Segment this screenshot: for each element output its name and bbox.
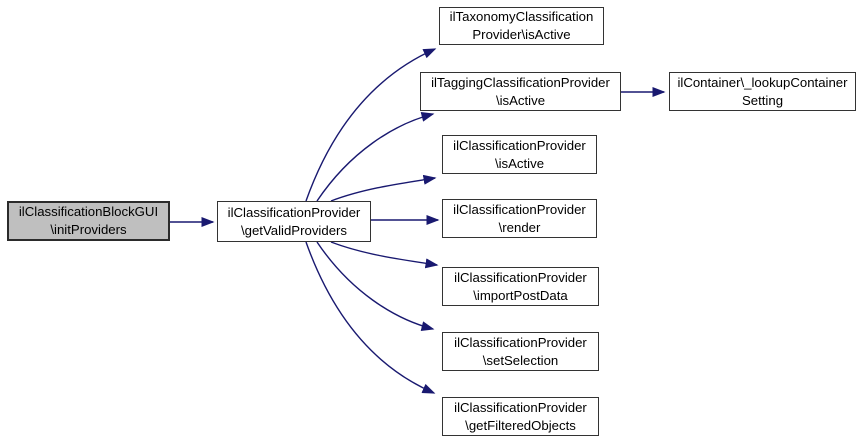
node-label-line: \isActive [495, 92, 546, 108]
node-label-line: ilClassificationProvider [453, 137, 586, 153]
node-provider-render[interactable]: ilClassificationProvider \render [442, 199, 597, 238]
node-label-line: ilClassificationProvider [227, 204, 361, 220]
edge-getvalid-to-isactive [330, 174, 437, 202]
edges-group [170, 48, 666, 394]
node-init-providers[interactable]: ilClassificationBlockGUI \initProviders [7, 201, 170, 241]
node-label-line: \initProviders [50, 222, 127, 237]
node-provider-get-filtered[interactable]: ilClassificationProvider \getFilteredObje… [442, 397, 599, 436]
node-label-line: ilClassificationProvider [453, 201, 586, 217]
node-tagging-is-active[interactable]: ilTaggingClassificationProvider \isActive [420, 72, 621, 111]
node-get-valid-providers[interactable]: ilClassificationProvider \getValidProvide… [217, 201, 371, 242]
node-label-line: ilTaxonomyClassification [449, 9, 594, 25]
node-provider-import-post-data[interactable]: ilClassificationProvider \importPostData [442, 267, 599, 306]
edge-getvalid-to-taxonomy [305, 48, 437, 202]
node-label-line: \setSelection [482, 352, 559, 368]
node-provider-set-selection[interactable]: ilClassificationProvider \setSelection [442, 332, 599, 371]
node-label-line: ilClassificationProvider [454, 399, 587, 415]
node-label-line: ilClassificationProvider [454, 334, 587, 350]
node-label-line: ilClassificationBlockGUI [18, 204, 159, 220]
edge-getvalid-to-tagging [316, 112, 435, 202]
node-label-line: \getValidProviders [240, 222, 348, 238]
edge-getvalid-to-importpost [330, 241, 439, 269]
node-provider-is-active[interactable]: ilClassificationProvider \isActive [442, 135, 597, 174]
node-label-line: \importPostData [473, 287, 568, 303]
edge-getvalid-to-getfiltered [305, 241, 436, 394]
node-label-line: ilContainer\_lookupContainer [677, 74, 848, 90]
node-label-line: Provider\isActive [472, 27, 571, 42]
node-label-line: ilClassificationProvider [454, 269, 587, 285]
node-label-line: \isActive [494, 155, 545, 171]
edge-getvalid-to-setselection [316, 241, 435, 331]
node-label-line: Setting [741, 92, 784, 108]
node-label-line: ilTaggingClassificationProvider [431, 74, 610, 90]
node-label-line: \render [498, 219, 541, 235]
node-label-line: \getFilteredObjects [465, 417, 576, 433]
